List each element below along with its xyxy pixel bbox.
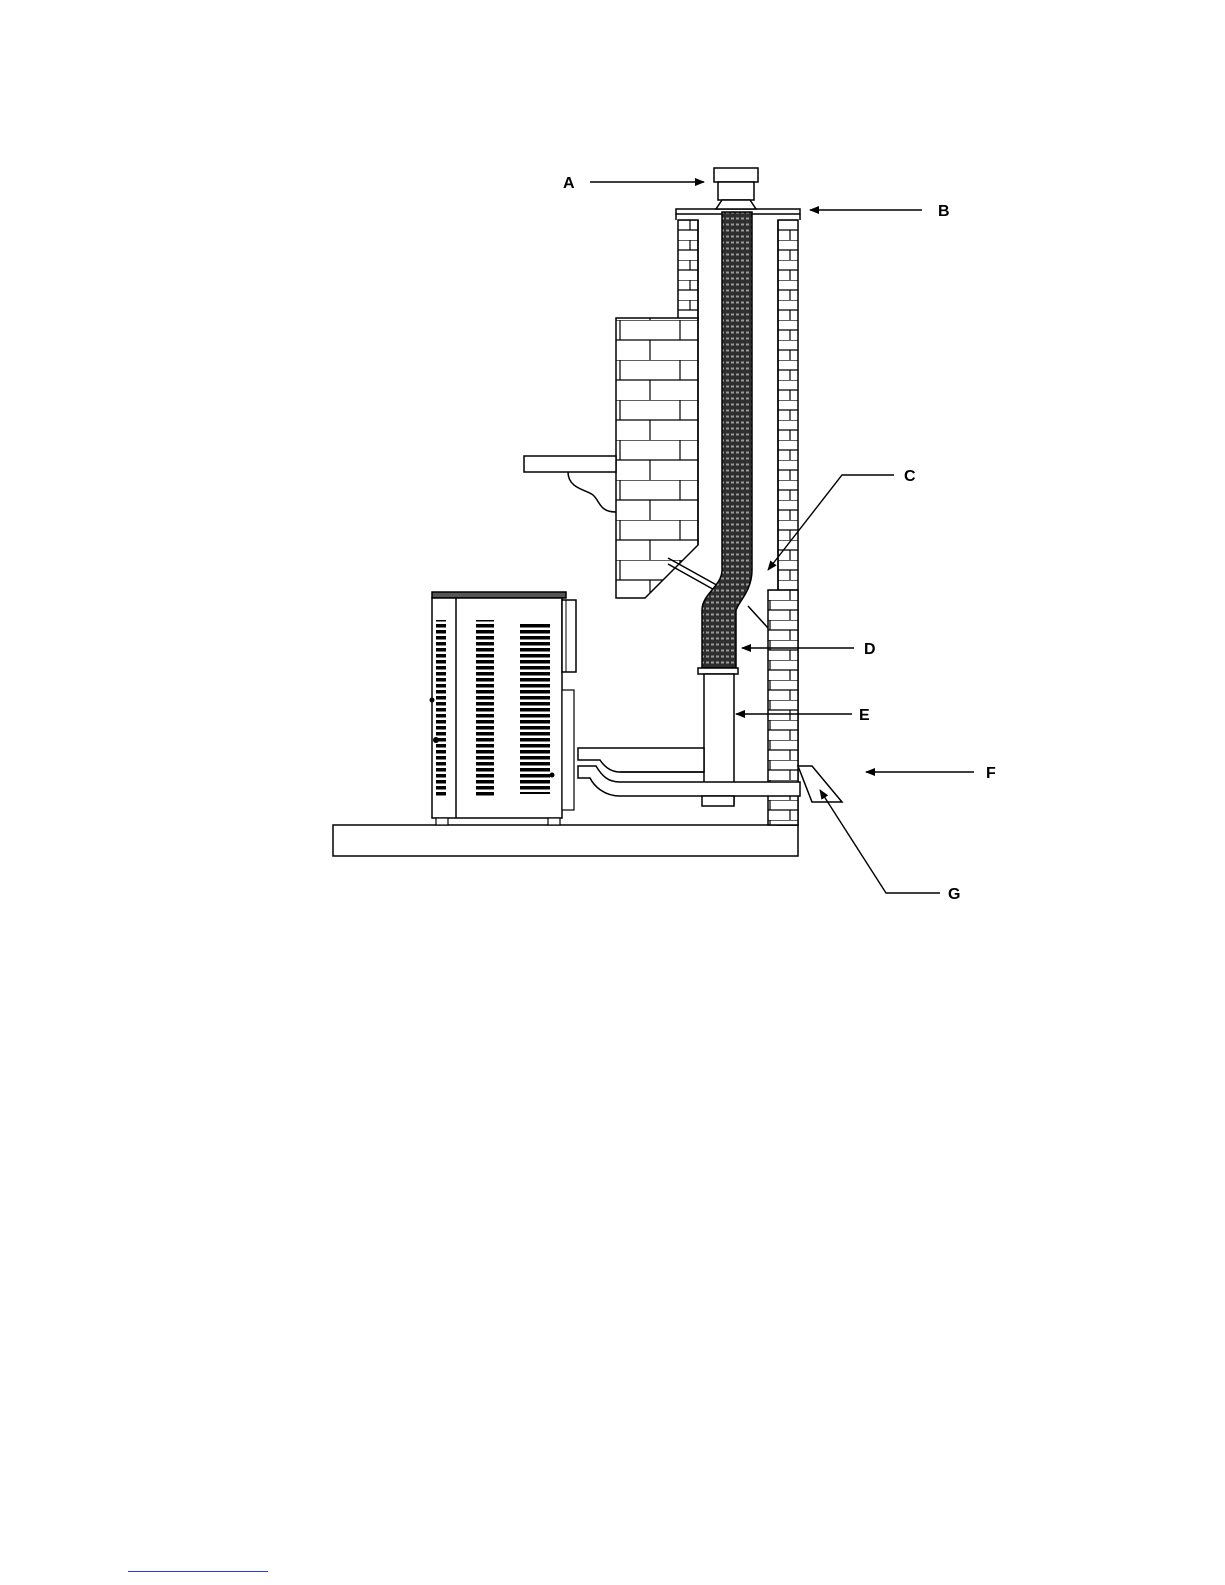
chimney-right-wall [768,220,798,825]
label-a: A [563,175,575,192]
label-d: D [864,641,876,658]
chimney-left-wall [678,220,698,320]
fireplace-breast [616,318,698,598]
rain-cap [714,168,758,209]
label-g: G [948,886,960,903]
label-b: B [938,203,950,220]
leader-g [820,790,940,893]
label-f: F [986,765,996,782]
pellet-stove [430,592,577,825]
label-e: E [859,707,870,724]
label-c: C [904,468,916,485]
floor-slab [333,825,798,856]
horizontal-vent-pipe [578,748,800,796]
footer-link-underline[interactable] [128,1571,268,1572]
cleanout-tee [702,796,734,806]
liner-connector [698,668,738,674]
damper-plate [668,558,722,588]
flexible-liner [702,212,752,668]
mantel-shelf [524,456,616,512]
wall-plate [798,766,842,802]
